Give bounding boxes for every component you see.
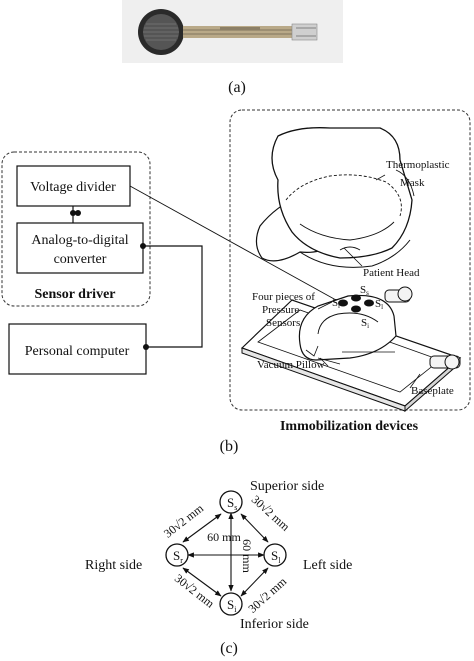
- svg-text:Sl: Sl: [271, 548, 281, 565]
- adc-pc-cable: [143, 245, 203, 348]
- left-side-label: Left side: [303, 558, 352, 573]
- dist-label-s-r: 30√2 mm: [161, 501, 207, 541]
- personal-computer-label: Personal computer: [25, 344, 130, 359]
- vacuum-pillow-label: Vacuum Pillow: [257, 359, 325, 371]
- four-pieces-label-line2: Pressure: [262, 304, 299, 316]
- arrow-r-i: [182, 567, 222, 597]
- dist-label-vertical: 60 mm: [240, 539, 254, 573]
- panel-c: Ss Sr Sl Si 30√2 mm 30√2 mm 30√2 mm 30√2…: [85, 479, 352, 657]
- four-pieces-label-line1: Four pieces of: [252, 291, 315, 303]
- vacuum-pillow: [298, 294, 397, 361]
- dist-label-horizontal: 60 mm: [207, 530, 241, 544]
- sensor-driver-group: [1, 151, 151, 307]
- adc-box: [16, 222, 144, 274]
- caption-a: (a): [228, 79, 246, 96]
- dist-label-l-i: 30√2 mm: [245, 574, 289, 616]
- svg-text:Ss: Ss: [227, 495, 237, 512]
- arrow-l-i: [240, 567, 269, 597]
- caption-c: (c): [220, 640, 238, 657]
- adc-label-line2: converter: [54, 252, 107, 267]
- dist-label-s-l: 30√2 mm: [249, 492, 293, 534]
- right-side-label: Right side: [85, 558, 142, 573]
- arrow-s-r: [182, 513, 222, 543]
- patient-head-label: Patient Head: [363, 267, 420, 279]
- sensor-tail: [183, 26, 308, 38]
- sensor-i: [219, 592, 243, 616]
- arrow-s-l: [240, 513, 269, 543]
- four-pieces-label-line3: Sensors: [266, 317, 300, 329]
- thermoplastic-mask: [271, 127, 413, 259]
- panel-a: (a): [122, 0, 343, 96]
- immob-sensor-label-s: Ss: [360, 284, 369, 297]
- sensor-pad-grid: [143, 23, 179, 41]
- panel-b: Voltage divider Analog-to-digital conver…: [1, 109, 471, 455]
- sensor-connector: [291, 23, 318, 41]
- sensor-l: [263, 543, 287, 567]
- immobilization-group: [229, 109, 471, 411]
- pressure-sensor-dots: [338, 294, 374, 313]
- immobilization-title: Immobilization devices: [280, 419, 419, 434]
- mask-face-outline: [285, 174, 402, 217]
- sensor-driver-title: Sensor driver: [34, 287, 115, 302]
- superior-side-label: Superior side: [250, 479, 324, 494]
- immob-sensor-label-r: Sr: [332, 297, 341, 310]
- adc-label-line1: Analog-to-digital: [31, 233, 128, 248]
- sensor-r: [165, 543, 189, 567]
- caption-b: (b): [220, 438, 239, 455]
- thermoplastic-label-line1: Thermoplastic: [386, 159, 450, 171]
- baseplate-label: Baseplate: [411, 385, 454, 397]
- divider-sensor-cable: [129, 185, 346, 306]
- sensor-tail-print: [220, 27, 260, 30]
- svg-text:Sr: Sr: [173, 548, 183, 565]
- voltage-divider-label: Voltage divider: [30, 180, 116, 195]
- divider-adc-junction: [70, 210, 76, 216]
- svg-text:Si: Si: [227, 597, 237, 614]
- immob-sensor-label-l: Sl: [375, 298, 383, 311]
- immob-sensor-label-i: Si: [361, 317, 369, 330]
- inferior-side-label: Inferior side: [240, 617, 309, 632]
- thermoplastic-label-line2: Mask: [400, 177, 425, 189]
- sensor-s: [219, 490, 243, 514]
